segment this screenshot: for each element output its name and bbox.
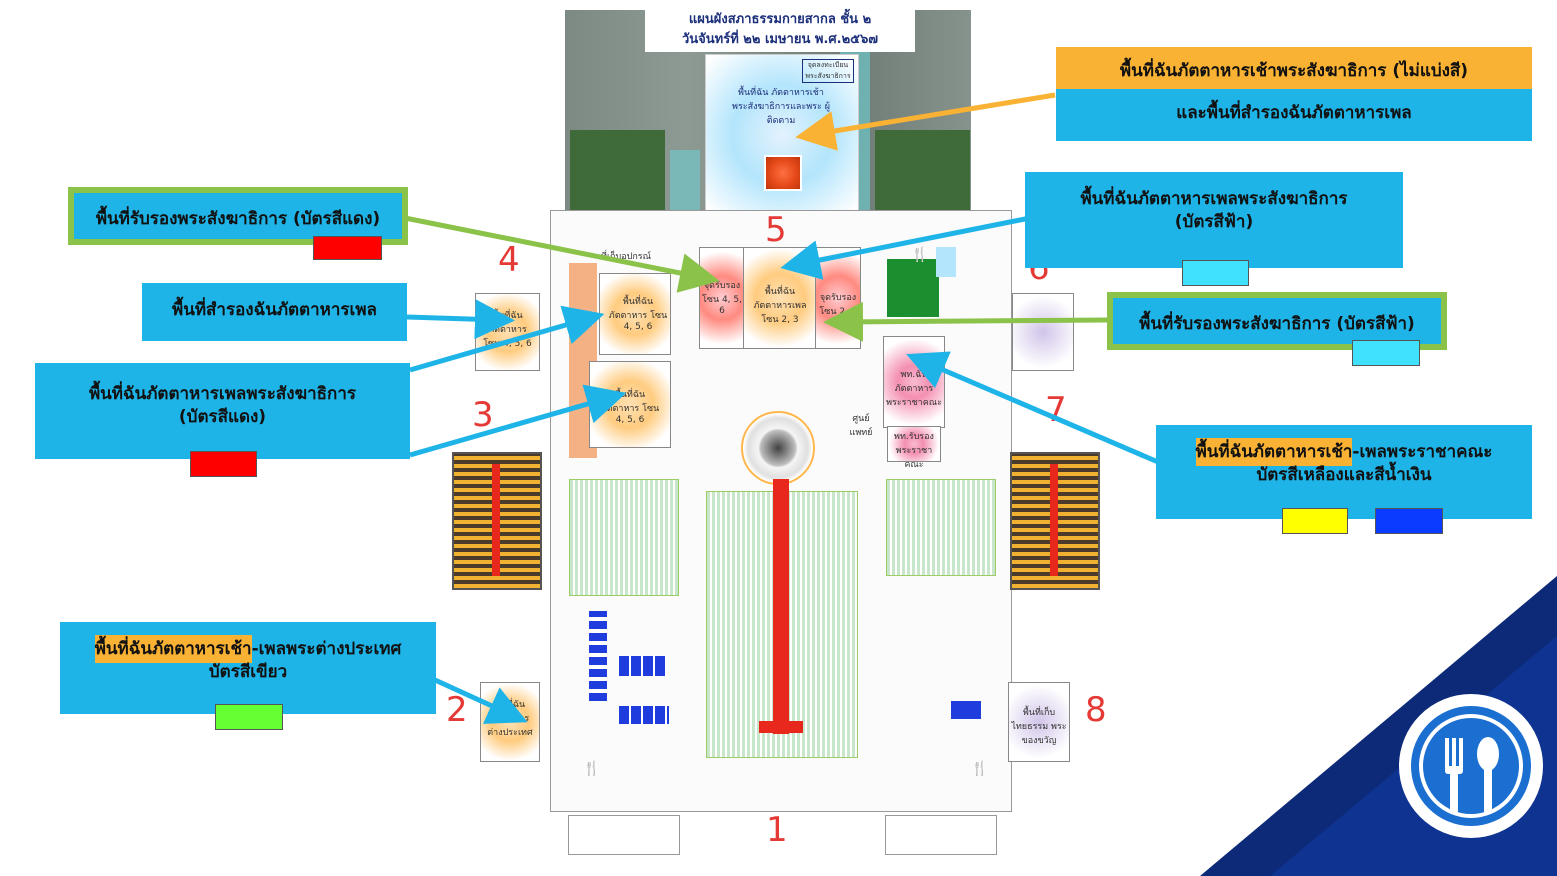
stupa-icon (764, 155, 802, 191)
medical-label: ศูนย์แพทย์ (849, 414, 873, 438)
map-title-line2: วันจันทร์ที่ ๒๒ เมษายน พ.ศ.๒๕๖๗ (681, 32, 879, 47)
storage-annex: พื้นที่เก็บไทยธรรม พระของขวัญ (1008, 682, 1070, 762)
zone-456-dining-a: พื้นที่ฉัน ภัตตาหาร โซน 4, 5, 6 (599, 273, 671, 355)
dining-logo-icon (1399, 694, 1543, 838)
royal-recv-box: พท.รับรอง พระราชาคณะ (887, 426, 941, 470)
arrow-reserve (406, 299, 515, 340)
arrow-blue-lunch (780, 215, 1031, 280)
callout-blue-lunch: พื้นที่ฉันภัตตาหารเพลพระสังฆาธิการ (บัตร… (1025, 172, 1403, 268)
arrow-royal (906, 351, 1159, 465)
card-lightblue-swatch-2 (1352, 340, 1420, 366)
card-navy-swatch (1375, 508, 1443, 534)
callout-foreign: พื้นที่ฉันภัตตาหารเช้า-เพลพระต่างประเทศ … (60, 622, 436, 714)
red-carpet (773, 479, 789, 734)
arrow-red-reception (404, 215, 720, 293)
zone6-annex (1012, 293, 1074, 371)
arrow-top-right (795, 92, 1056, 151)
card-green-swatch (215, 704, 283, 730)
callout-royal: พื้นที่ฉันภัตตาหารเช้า-เพลพระราชาคณะ บัต… (1156, 425, 1532, 519)
callout-red-reception: พื้นที่รับรองพระสังฆาธิการ (บัตรสีแดง) (68, 187, 408, 245)
top-hall-label: พื้นที่ฉัน ภัตตาหารเช้า พระสังฆาธิการและ… (732, 88, 830, 126)
equipment-label: ที่เก็บอุปกรณ์ (601, 252, 651, 262)
zone-number-8: 8 (1085, 690, 1107, 730)
zone-number-4: 4 (498, 240, 520, 280)
callout-red-lunch: พื้นที่ฉันภัตตาหารเพลพระสังฆาธิการ (บัตร… (35, 363, 410, 459)
zone-number-2: 2 (446, 690, 468, 730)
map-title-line1: แผนผังสภาธรรมกายสากล ชั้น ๒ (688, 12, 872, 27)
central-dome (741, 411, 815, 485)
callout-breakfast-main: พื้นที่ฉันภัตตาหารเช้าพระสังฆาธิการ (ไม่… (1056, 47, 1532, 141)
fork-knife-icon: 🍴 (911, 247, 929, 263)
zone-number-1: 1 (766, 810, 788, 850)
main-building: พื้นที่ฉัน ภัตตาหาร โซน 4, 5, 6 พื้นที่ฉ… (550, 210, 1012, 812)
arrow-foreign (433, 677, 528, 724)
zone3-seating (452, 452, 542, 590)
arrow-reserve-2 (409, 305, 605, 373)
zone-number-3: 3 (472, 395, 494, 435)
arrow-red-lunch (409, 384, 627, 458)
card-yellow-swatch (1282, 508, 1348, 534)
arrow-blue-reception (823, 301, 1109, 342)
card-red-swatch (313, 236, 382, 260)
card-lightblue-swatch (1182, 260, 1249, 286)
callout-blue-reception: พื้นที่รับรองพระสังฆาธิการ (บัตรสีฟ้า) (1107, 292, 1447, 350)
fork-knife-icon: 🍴 (583, 761, 601, 777)
zone-number-5: 5 (765, 210, 787, 250)
fork-knife-icon: 🍴 (971, 761, 989, 777)
zone7-seating (1010, 452, 1100, 590)
map-title: แผนผังสภาธรรมกายสากล ชั้น ๒ วันจันทร์ที่… (645, 10, 915, 52)
floor-map: แผนผังสภาธรรมกายสากล ชั้น ๒ วันจันทร์ที่… (452, 10, 1100, 876)
top-reg-label: จุดลงทะเบียน พระสังฆาธิการ (802, 59, 854, 83)
card-red-swatch-2 (190, 451, 257, 477)
callout-reserve-lunch: พื้นที่สำรองฉันภัตตาหารเพล (142, 283, 407, 341)
